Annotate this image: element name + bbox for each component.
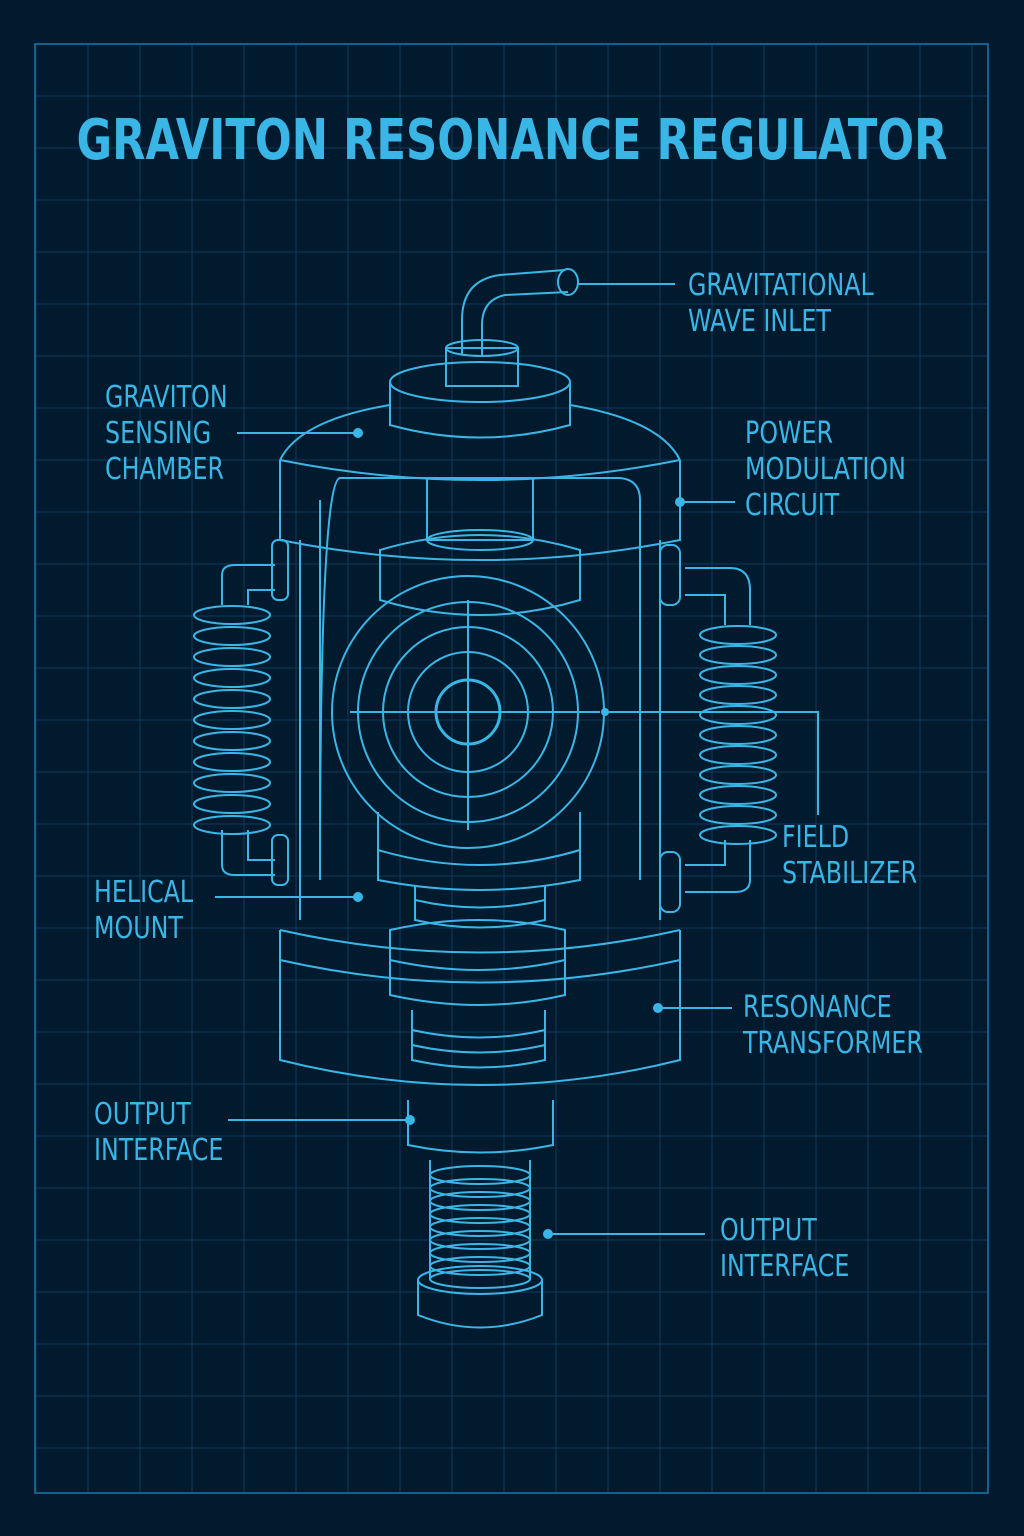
label-line: GRAVITATIONAL (688, 268, 874, 303)
coil-turn (699, 645, 777, 665)
label-line: SENSING (105, 416, 212, 451)
label-line: POWER (745, 416, 834, 451)
label-helical-mount: HELICAL MOUNT (94, 875, 193, 947)
label-output-interface-left: OUTPUT INTERFACE (94, 1097, 223, 1169)
label-line: TRANSFORMER (743, 1026, 923, 1061)
coil-turn (429, 1217, 531, 1237)
label-resonance-transformer: RESONANCE TRANSFORMER (743, 990, 923, 1062)
coil-turn (429, 1243, 531, 1263)
coil-turn (699, 825, 777, 845)
label-line: STABILIZER (782, 856, 918, 891)
label-line: FIELD (782, 820, 850, 855)
label-line: GRAVITON (105, 380, 228, 415)
coil-turn (699, 805, 777, 825)
frame-border (34, 43, 989, 1494)
coil-turn (699, 705, 777, 725)
coil-turn (193, 773, 271, 793)
label-line: MODULATION (745, 452, 906, 487)
coil-turn (699, 745, 777, 765)
label-line: OUTPUT (720, 1213, 817, 1248)
label-line: HELICAL (94, 875, 194, 910)
diagram-title: GRAVITON RESONANCE REGULATOR (76, 108, 948, 173)
label-line: INTERFACE (720, 1249, 850, 1284)
label-line: CIRCUIT (745, 488, 840, 523)
coil-turn (429, 1230, 531, 1250)
label-gravitational-wave-inlet: GRAVITATIONAL WAVE INLET (688, 268, 874, 340)
coil-turn (193, 752, 271, 772)
label-line: INTERFACE (94, 1133, 224, 1168)
label-power-modulation-circuit: POWER MODULATION CIRCUIT (745, 416, 906, 524)
coil-turn (699, 765, 777, 785)
coil-turn (699, 625, 777, 645)
device-illustration (193, 268, 777, 1329)
coil-turn (429, 1256, 531, 1276)
coil-turn (193, 647, 271, 667)
coil-turn (429, 1204, 531, 1224)
label-line: MOUNT (94, 911, 183, 946)
label-output-interface-right: OUTPUT INTERFACE (720, 1213, 849, 1285)
coil-turn (193, 668, 271, 688)
label-line: CHAMBER (105, 452, 225, 487)
label-line: RESONANCE (743, 990, 892, 1025)
leader-lines (215, 283, 819, 1239)
coil-turn (193, 815, 271, 835)
label-field-stabilizer: FIELD STABILIZER (782, 820, 917, 892)
label-line: OUTPUT (94, 1097, 191, 1132)
label-graviton-sensing-chamber: GRAVITON SENSING CHAMBER (105, 380, 228, 488)
coil-turn (429, 1178, 531, 1198)
label-line: WAVE INLET (688, 304, 831, 339)
coil-turn (429, 1165, 531, 1185)
coil-turn (699, 725, 777, 745)
coil-turn (193, 689, 271, 709)
coil-turn (699, 665, 777, 685)
coil-turn (429, 1191, 531, 1211)
coil-turn (699, 685, 777, 705)
coil-turn (193, 731, 271, 751)
coil-turn (193, 794, 271, 814)
coil-turn (699, 785, 777, 805)
coil-turn (193, 710, 271, 730)
coil-turn (193, 605, 271, 625)
coil-turn (193, 626, 271, 646)
coil-turn (429, 1269, 531, 1289)
